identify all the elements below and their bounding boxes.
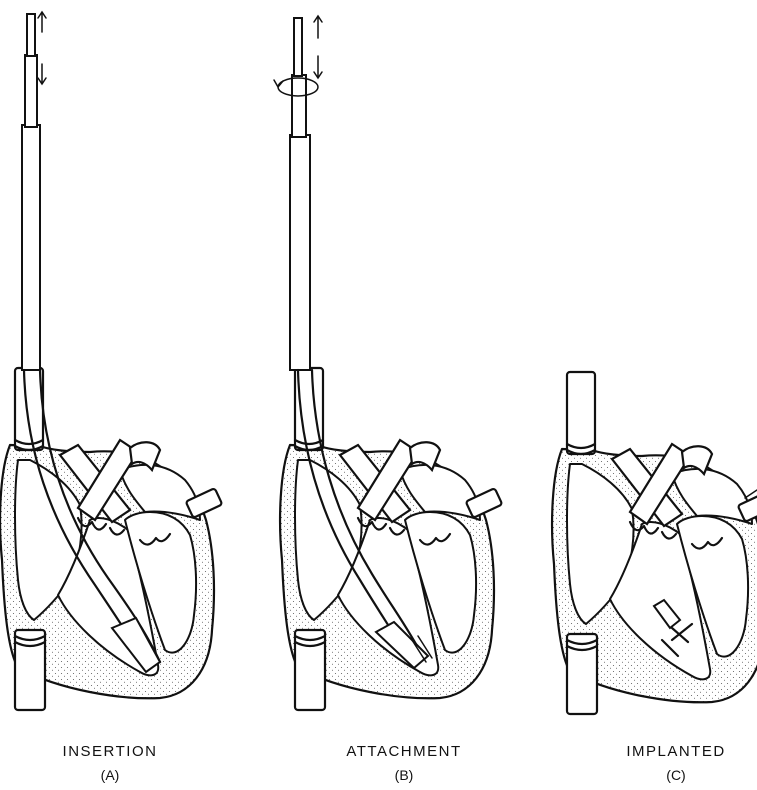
up-down-arrows-icon: [314, 16, 322, 78]
up-down-arrows-icon: [38, 12, 46, 84]
panel-c-subtitle: (C): [666, 767, 685, 783]
panel-attachment: [274, 16, 502, 710]
panel-insertion: [0, 12, 222, 710]
panel-b-title: ATTACHMENT: [346, 743, 461, 760]
panel-implanted: [552, 372, 757, 714]
panel-a-subtitle: (A): [101, 767, 120, 783]
panel-b-subtitle: (B): [395, 767, 414, 783]
panel-c-title: IMPLANTED: [626, 743, 725, 760]
panel-a-title: INSERTION: [63, 743, 158, 760]
